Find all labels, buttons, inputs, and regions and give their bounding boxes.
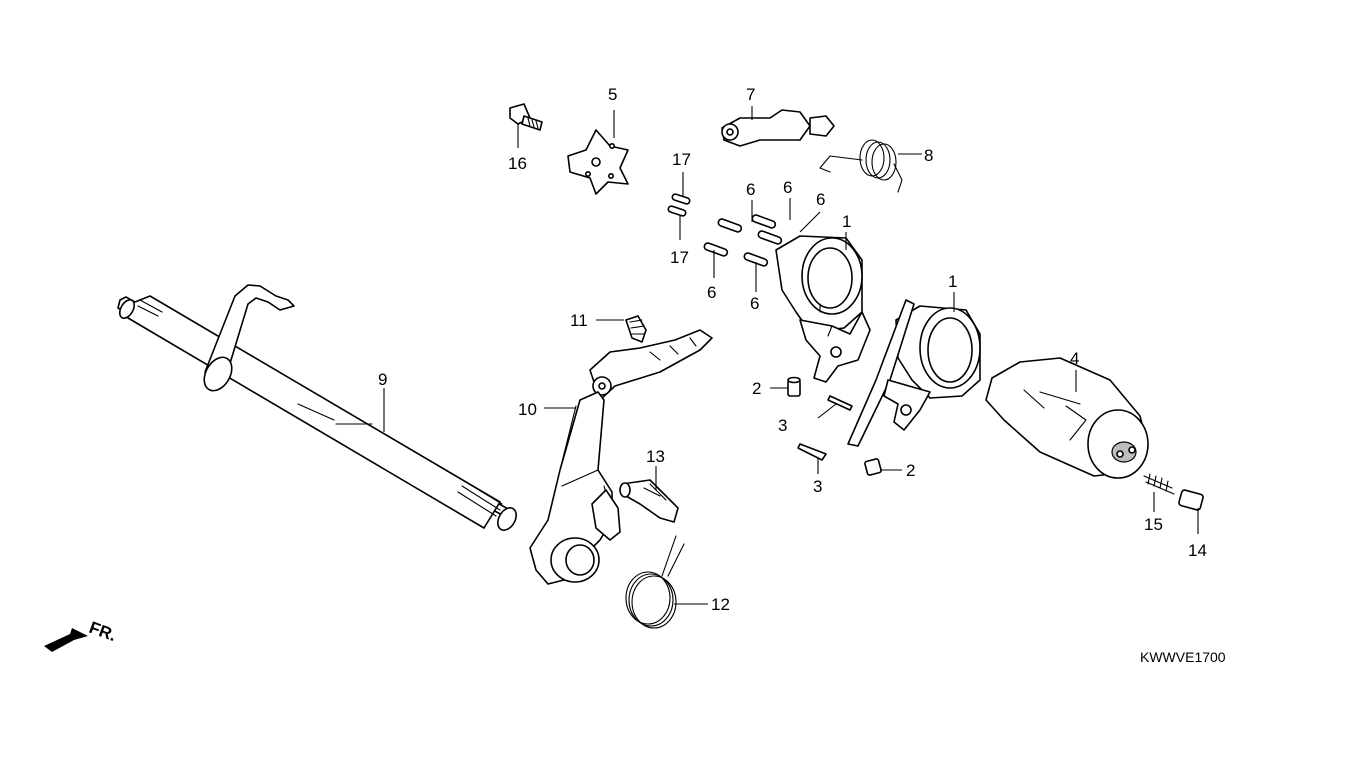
gearshift-arm [529,329,713,585]
shift-fork-left [775,235,871,383]
callout-17-top: 17 [672,150,691,169]
callout-6-b: 6 [783,178,792,197]
shift-fork-right [847,299,981,447]
callout-9: 9 [378,370,387,389]
callout-17-bottom: 17 [670,248,689,267]
stopper-bolt [619,479,679,523]
bolt-16 [509,103,543,131]
callout-10: 10 [518,400,537,419]
drum-spring-15 [1143,473,1175,495]
callout-1-left: 1 [842,212,851,231]
spring-pin [625,315,647,343]
callout-16: 16 [508,154,527,173]
front-direction-arrow: FR. [44,618,119,652]
drum-pin-14 [1178,489,1204,511]
drum-stopper-plate [567,129,629,195]
callout-8: 8 [924,146,933,165]
gearshift-spindle [117,284,517,531]
front-direction-label: FR. [87,618,119,645]
callout-3-upper: 3 [778,416,787,435]
leader-lines [383,106,1199,605]
callout-6-d: 6 [707,283,716,302]
callout-14: 14 [1188,541,1207,560]
callout-7: 7 [746,85,755,104]
callout-6-a: 6 [746,180,755,199]
callout-12: 12 [711,595,730,614]
drawing-code: KWWVE1700 [1140,649,1226,665]
callout-1-right: 1 [948,272,957,291]
callout-3-lower: 3 [813,477,822,496]
stopper-arm [721,109,835,147]
cotter-pins [797,395,853,461]
return-spring [625,535,685,629]
callout-2-left: 2 [752,379,761,398]
gearshift-drum [985,357,1149,479]
callout-6-e: 6 [750,294,759,313]
dowel-pins [667,193,783,267]
callout-5: 5 [608,85,617,104]
callout-4: 4 [1070,349,1079,368]
stopper-spring [819,139,903,193]
callout-2-right: 2 [906,461,915,480]
callout-15: 15 [1144,515,1163,534]
callout-6-c: 6 [816,190,825,209]
callout-labels: 5 16 7 8 17 17 6 6 6 6 6 1 1 4 9 10 11 1… [378,85,1207,614]
callout-13: 13 [646,447,665,466]
callout-11: 11 [570,311,588,330]
